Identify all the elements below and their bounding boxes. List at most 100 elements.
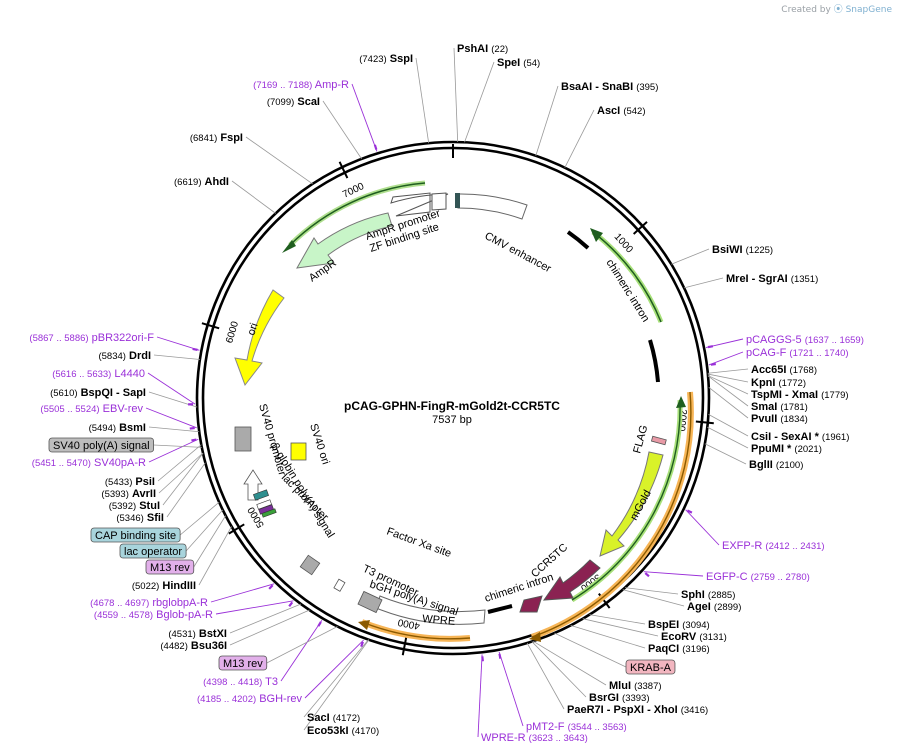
enzyme-position: (5393) <box>101 489 128 500</box>
primer-mark <box>268 584 274 590</box>
enzyme-name: StuI <box>139 500 160 512</box>
feature-box-label: CAP binding site <box>90 527 181 543</box>
feature-box-leader <box>193 515 226 568</box>
enzyme-name: TspMI - XmaI <box>751 389 818 401</box>
enzyme-label: (4531) BstXI <box>168 628 227 640</box>
enzyme-position: (1961) <box>822 432 849 443</box>
primer-site: (5867 .. 5886) pBR322ori-F <box>29 332 154 344</box>
enzyme-site: PpuMI * (2021) <box>751 443 822 455</box>
primer-leader <box>280 619 323 682</box>
feature-sv40-ori <box>290 442 307 461</box>
enzyme-label: AgeI (2899) <box>687 601 741 613</box>
enzyme-name: SmaI <box>751 401 777 413</box>
primer-site: (5451 .. 5470) SV40pA-R <box>32 457 146 469</box>
scale-tick-6000 <box>201 322 220 330</box>
enzyme-name: SfiI <box>147 512 164 524</box>
enzyme-name: DrdI <box>129 350 151 362</box>
enzyme-site: TspMI - XmaI (1779) <box>751 389 849 401</box>
enzyme-site: (5022) HindIII <box>132 580 196 592</box>
enzyme-label: (5834) DrdI <box>98 350 151 362</box>
enzyme-site: KpnI (1772) <box>751 377 806 389</box>
enzyme-site: PvuII (1834) <box>751 413 808 425</box>
enzyme-name: SphI <box>681 589 705 601</box>
enzyme-site: SacI (4172) <box>307 712 360 724</box>
enzyme-position: (5610) <box>50 388 77 399</box>
label-leader-lines <box>145 47 749 738</box>
enzyme-label: (4482) Bsu36I <box>160 640 227 652</box>
enzyme-leader <box>322 100 362 160</box>
enzyme-position: (5433) <box>105 477 132 488</box>
feature-box-label: M13 rev <box>145 559 195 575</box>
feature-box-label: M13 rev <box>218 655 268 671</box>
enzyme-label: PshAI (22) <box>457 43 508 55</box>
enzyme-name: PaeR7I - PspXI - XhoI <box>567 704 678 716</box>
enzyme-label: KpnI (1772) <box>751 377 806 389</box>
enzyme-position: (2899) <box>714 602 741 613</box>
primer-label: (7169 .. 7188) Amp-R <box>253 79 349 91</box>
enzyme-position: (2100) <box>776 460 803 471</box>
enzyme-site: (5834) DrdI <box>98 350 151 362</box>
enzyme-label: AscI (542) <box>597 105 646 117</box>
feature-box-text: KRAB-A <box>630 662 672 674</box>
feature-box-text: lac operator <box>124 546 182 558</box>
plasmid-name: pCAG-GPHN-FingR-mGold2t-CCR5TC <box>344 399 560 413</box>
primer-mark <box>192 347 198 351</box>
enzyme-label: BsiWI (1225) <box>712 244 773 256</box>
feature-sv40-polya-box <box>234 426 252 452</box>
enzyme-leader <box>622 589 685 607</box>
primer-name: BGH-rev <box>259 693 302 705</box>
feature-black-segment-bottom <box>487 604 513 614</box>
enzyme-position: (3387) <box>634 681 661 692</box>
feature-ampr-highlight-arrowhead <box>282 240 296 253</box>
enzyme-label: (5393) AvrII <box>101 488 156 500</box>
primer-mark <box>360 641 364 647</box>
enzyme-site: Acc65I (1768) <box>751 364 817 376</box>
enzyme-position: (4482) <box>160 641 187 652</box>
enzyme-site: (5346) SfiI <box>116 512 164 524</box>
enzyme-leader <box>708 414 749 437</box>
snapgene-credit: Created by ⦿ SnapGene <box>781 2 892 15</box>
primer-leader <box>304 639 364 699</box>
enzyme-leader <box>624 587 679 595</box>
primer-mark <box>686 509 693 514</box>
primer-leader <box>685 509 720 546</box>
enzyme-name: PvuII <box>751 413 777 425</box>
enzyme-leader <box>157 444 202 482</box>
feature-green-arc-core <box>571 399 681 601</box>
enzyme-label: (5022) HindIII <box>132 580 196 592</box>
feature-t3-mark <box>333 578 346 592</box>
feature-box-text: M13 rev <box>150 562 190 574</box>
primer-range: (4185 .. 4202) <box>197 694 256 705</box>
primer-leader <box>477 654 483 738</box>
enzyme-leader <box>531 641 587 698</box>
primer-mark <box>288 601 294 607</box>
primer-site: pCAGGS-5 (1637 .. 1659) <box>746 334 864 346</box>
enzyme-label: (5610) BspQI - SapI <box>50 387 146 399</box>
enzyme-leader <box>231 180 276 214</box>
enzyme-name: FspI <box>220 132 243 144</box>
scale-tick-5000 <box>228 523 245 535</box>
enzyme-site: (5610) BspQI - SapI <box>50 387 146 399</box>
primer-name: SV40pA-R <box>94 457 146 469</box>
enzyme-leader <box>708 386 749 419</box>
primer-range: (3623 .. 3643) <box>529 733 588 744</box>
primer-range: (2412 .. 2431) <box>765 541 824 552</box>
enzyme-site: (7423) SspI <box>359 53 413 65</box>
enzyme-name: BstXI <box>199 628 227 640</box>
credit-brand: SnapGene <box>845 5 892 15</box>
enzyme-position: (22) <box>491 44 508 55</box>
enzyme-site: (6841) FspI <box>190 132 243 144</box>
enzyme-leader <box>158 452 204 494</box>
primer-leader <box>145 407 197 429</box>
primer-label: pCAG-F (1721 .. 1740) <box>746 347 849 359</box>
enzyme-leader <box>526 642 565 710</box>
feature-factor-xa-box <box>299 554 321 576</box>
enzyme-site: PaqCI (3196) <box>648 643 710 655</box>
enzyme-site: (5393) AvrII <box>101 488 156 500</box>
enzyme-position: (5346) <box>116 513 143 524</box>
enzyme-position: (1834) <box>780 414 807 425</box>
enzyme-label: (6841) FspI <box>190 132 243 144</box>
feature-cmv-enhancer <box>457 193 528 220</box>
enzyme-name: Bsu36I <box>191 640 227 652</box>
